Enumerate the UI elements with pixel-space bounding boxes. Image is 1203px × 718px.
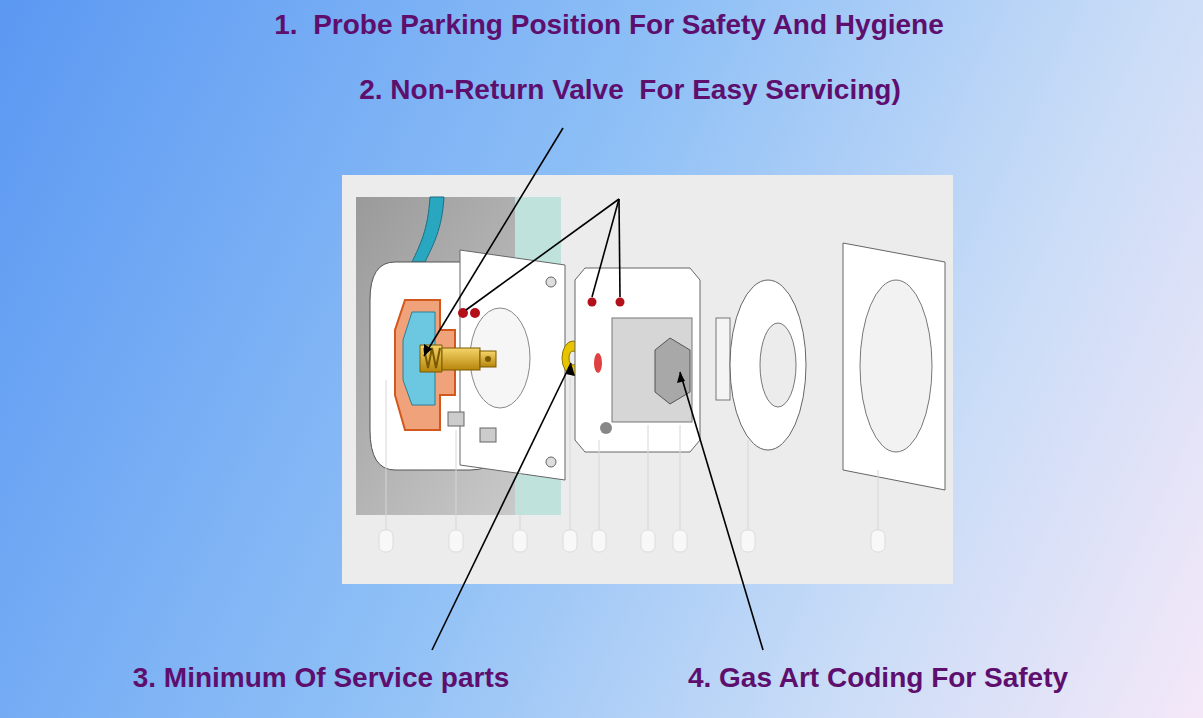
coupling-sleeve bbox=[612, 318, 692, 422]
red-pin bbox=[588, 298, 597, 307]
valve-spring-housing bbox=[420, 345, 442, 372]
picture-panel bbox=[342, 175, 953, 584]
red-pin bbox=[470, 308, 480, 318]
valve-tip bbox=[480, 351, 496, 367]
screw-hole bbox=[546, 457, 556, 467]
part-number-tags bbox=[379, 530, 885, 552]
coupling bbox=[575, 268, 700, 452]
gas-pipe bbox=[412, 197, 444, 262]
face-plate-hole bbox=[860, 280, 932, 452]
callout-label: 1. Probe Parking Position For Safety And… bbox=[274, 8, 944, 42]
callout-label: 2. Non-Return Valve For Easy Servicing) bbox=[359, 73, 901, 107]
red-pin bbox=[616, 298, 625, 307]
screw-hole bbox=[600, 422, 612, 434]
ring-clips bbox=[716, 318, 730, 400]
gas-coding-hex bbox=[655, 338, 690, 404]
cover-ring bbox=[730, 280, 806, 450]
face-plate bbox=[843, 243, 945, 490]
o-ring bbox=[594, 353, 602, 373]
screw-hole bbox=[546, 277, 556, 287]
leader-lines bbox=[424, 128, 763, 650]
valve-bore bbox=[485, 356, 491, 362]
screw bbox=[480, 428, 496, 442]
arrowheads bbox=[424, 344, 685, 383]
valve-body bbox=[442, 348, 480, 370]
ring-hole bbox=[760, 323, 796, 407]
callout-label: 4. Gas Art Coding For Safety bbox=[688, 661, 1068, 695]
part-leaders bbox=[386, 378, 878, 530]
screw bbox=[448, 412, 464, 426]
callout-label: 3. Minimum Of Service parts bbox=[133, 661, 510, 695]
